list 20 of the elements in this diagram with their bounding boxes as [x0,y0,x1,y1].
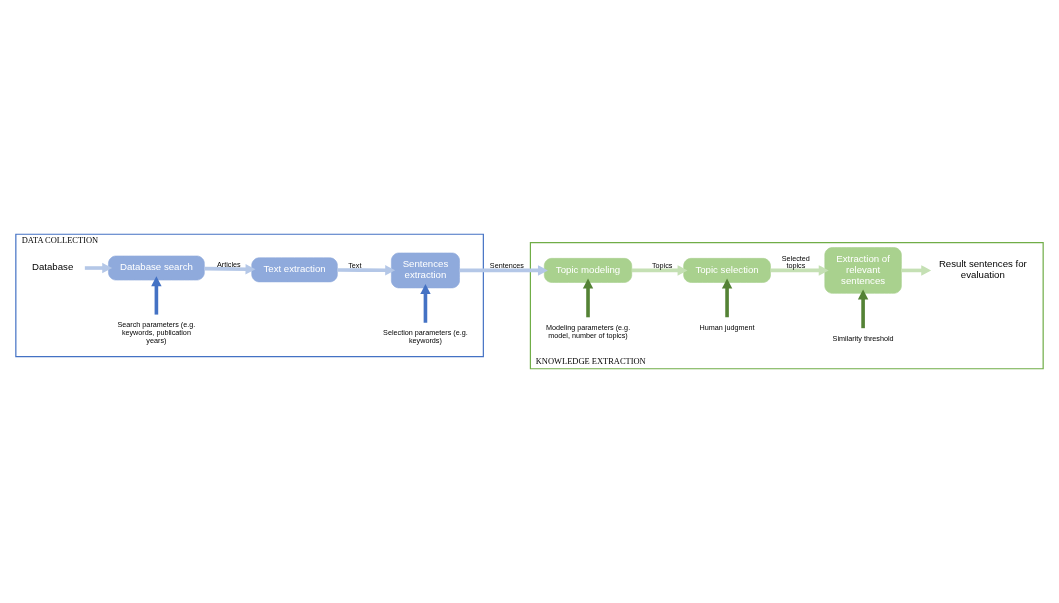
node-box: Extraction of relevant sentences [824,247,902,294]
node-box: Topic selection [683,258,771,283]
node-text: Result sentences for evaluation [938,258,1027,281]
arrow [420,284,431,323]
arrow [721,278,733,318]
node-box: Sentences extraction [391,252,460,289]
node-box: Topic modeling [544,258,633,283]
arrow [901,265,932,276]
arrow [857,289,869,329]
arrow [151,276,162,315]
arrow [631,265,688,276]
arrow [204,263,256,275]
node-box: Database search [108,255,205,281]
arrow [337,265,396,276]
arrow [770,265,829,276]
node-text: Database [32,261,74,273]
node-box: Text extraction [251,257,338,283]
arrow [459,265,548,276]
arrow [84,262,113,274]
arrow [582,278,594,318]
